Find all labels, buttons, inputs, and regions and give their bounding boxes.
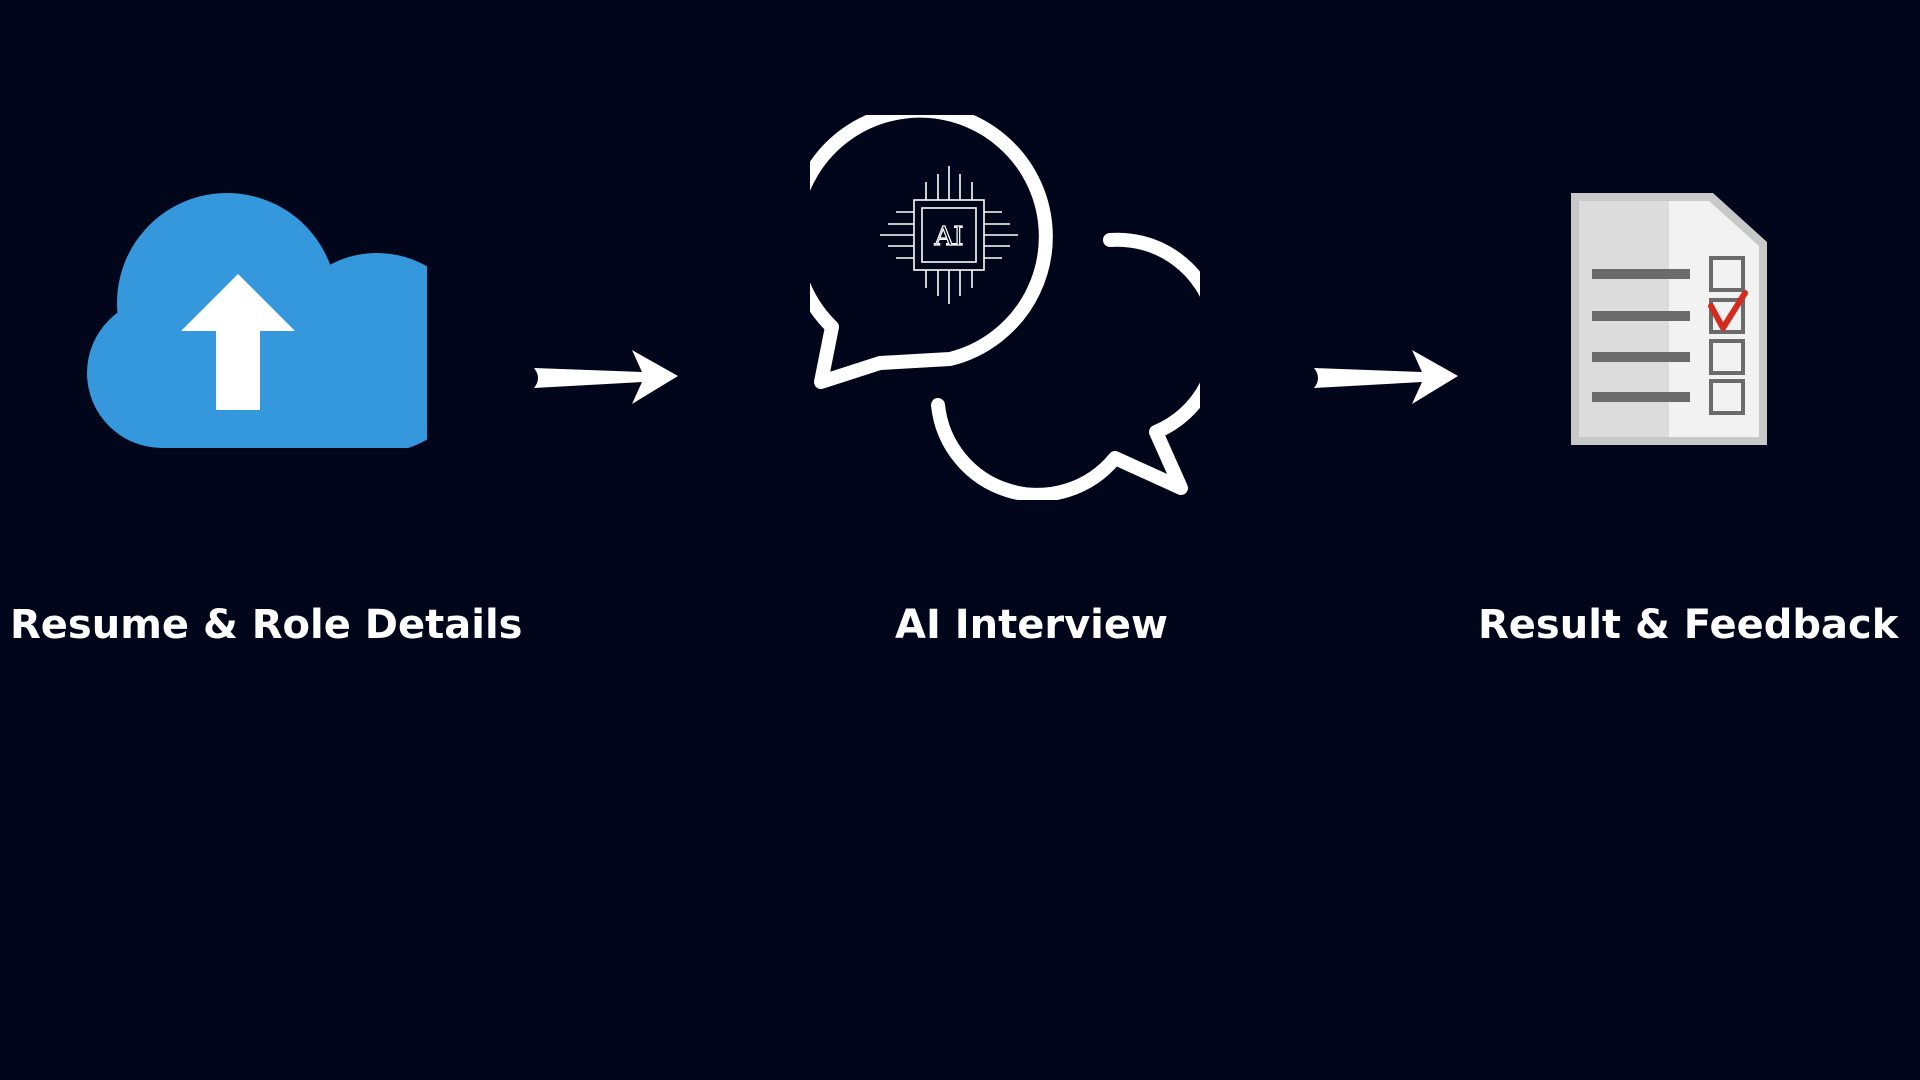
- right-arrow-icon: [534, 350, 678, 404]
- step-label-resume: Resume & Role Details: [10, 602, 523, 648]
- cloud-upload-icon: [87, 193, 427, 448]
- step-label-ai-interview: AI Interview: [895, 602, 1168, 648]
- checklist-document-icon: [1571, 193, 1767, 445]
- step-label-result: Result & Feedback: [1478, 602, 1899, 648]
- ai-chat-bubbles-icon: AI: [810, 115, 1200, 500]
- ai-chip-text: AI: [933, 222, 963, 252]
- right-arrow-icon: [1314, 350, 1458, 404]
